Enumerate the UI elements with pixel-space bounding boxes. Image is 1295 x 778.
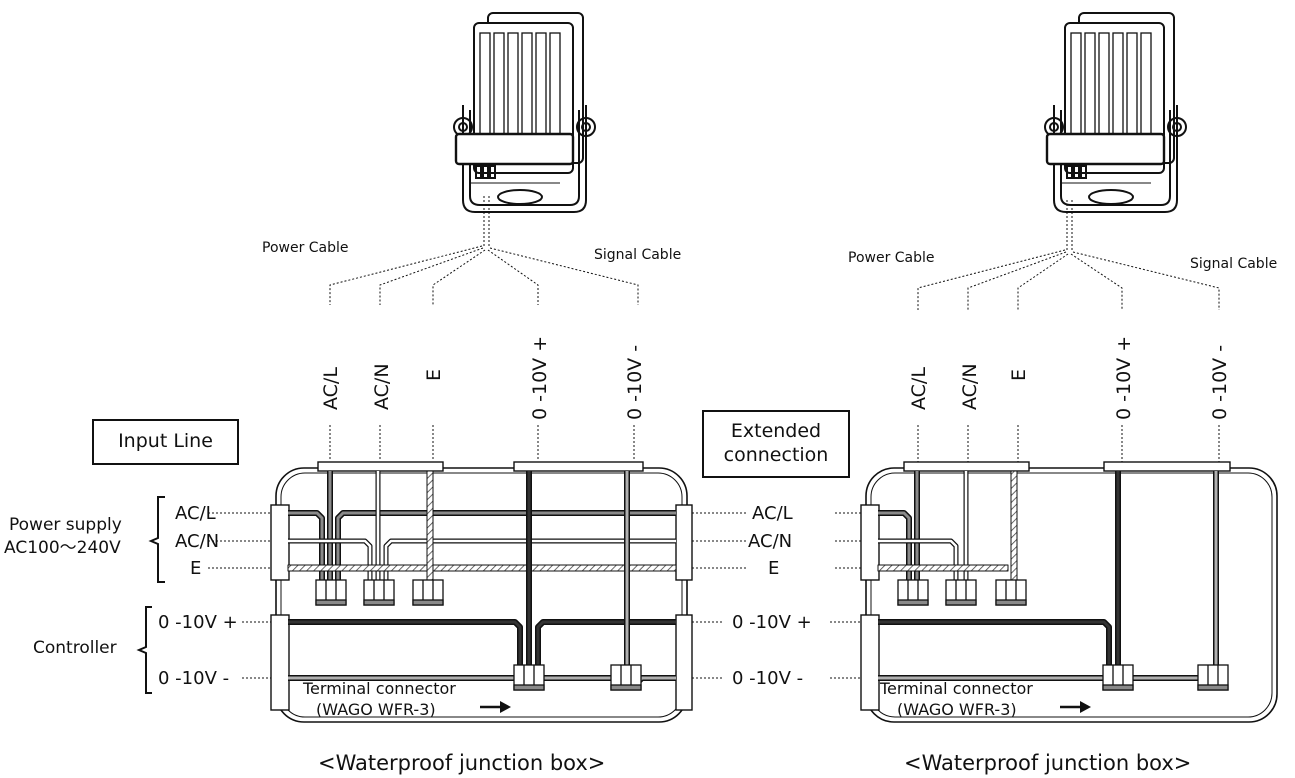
terminal-label-acn: AC/N <box>959 363 981 410</box>
arrow-right-icon <box>480 701 511 713</box>
terminal-connectors <box>897 579 1229 691</box>
controller-label: Controller <box>33 638 117 658</box>
terminal-label-e: E <box>423 369 445 381</box>
terminal-connector-model: (WAGO WFR-3) <box>316 700 436 719</box>
terminal-label-signal-minus: 0 -10V - <box>1209 345 1231 420</box>
extended-terminal-acl: AC/L <box>752 503 793 524</box>
terminal-label-e: E <box>1008 369 1030 381</box>
input-terminal-signal-minus: 0 -10V - <box>158 668 229 689</box>
controller-bracket <box>136 606 152 694</box>
input-line-label: Input Line <box>92 419 239 465</box>
power-supply-bracket <box>148 496 165 583</box>
power-supply-label: Power supply <box>9 515 122 535</box>
terminal-label-acl: AC/L <box>320 367 342 410</box>
terminal-label-acn: AC/N <box>371 363 393 410</box>
signal-cable-label: Signal Cable <box>1190 256 1277 272</box>
input-terminal-acn: AC/N <box>175 531 219 552</box>
junction-box-caption: <Waterproof junction box> <box>318 751 605 775</box>
extended-terminal-signal-plus: 0 -10V + <box>732 612 812 633</box>
junction-box-caption: <Waterproof junction box> <box>904 751 1191 775</box>
junction-box: Terminal connector (WAGO WFR-3) <box>830 461 1278 723</box>
extended-terminal-acn: AC/N <box>748 531 792 552</box>
power-cable-label: Power Cable <box>262 240 349 256</box>
terminal-label-signal-plus: 0 -10V + <box>529 336 551 420</box>
power-cable-label: Power Cable <box>848 250 935 266</box>
terminal-label-signal-minus: 0 -10V - <box>624 345 646 420</box>
junction-box: Terminal connector (WAGO WFR-3) <box>208 461 748 723</box>
signal-cable-label: Signal Cable <box>594 247 681 263</box>
arrow-right-icon <box>1060 701 1091 713</box>
extended-terminal-e: E <box>768 558 779 579</box>
left-wiring-assembly: Power Cable Signal Cable AC/L AC/N E 0 -… <box>4 12 812 775</box>
right-wiring-assembly: Power Cable Signal Cable AC/L AC/N E 0 -… <box>830 12 1278 775</box>
terminal-label-signal-plus: 0 -10V + <box>1113 336 1135 420</box>
terminal-connector-label: Terminal connector <box>302 679 456 698</box>
extended-terminal-signal-minus: 0 -10V - <box>732 668 803 689</box>
terminal-connector-label: Terminal connector <box>879 679 1033 698</box>
light-fixture-icon <box>1044 12 1187 213</box>
terminal-connector-model: (WAGO WFR-3) <box>897 700 1017 719</box>
terminal-label-acl: AC/L <box>908 367 930 410</box>
input-terminal-acl: AC/L <box>175 503 216 524</box>
power-supply-voltage: AC100～240V <box>4 538 121 558</box>
input-terminal-e: E <box>190 558 201 579</box>
input-terminal-signal-plus: 0 -10V + <box>158 612 238 633</box>
extended-connection-label: Extended connection <box>702 410 850 478</box>
terminal-connectors <box>315 579 642 691</box>
light-fixture-icon <box>453 12 596 213</box>
